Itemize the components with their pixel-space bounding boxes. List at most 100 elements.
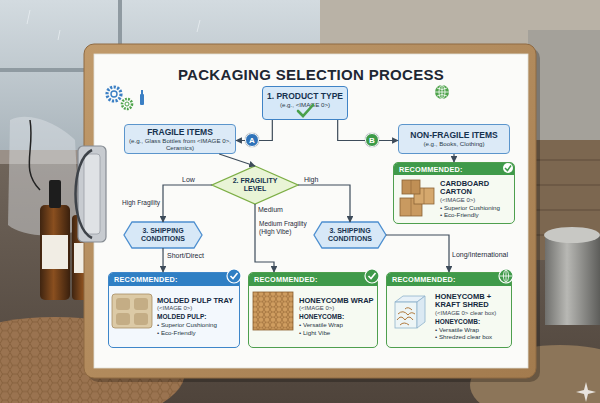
node-text: • Versatile Wrap	[435, 326, 479, 333]
node-text: • Shredzed clear box	[435, 333, 492, 340]
graphic-part	[253, 292, 293, 330]
globe-icon	[435, 85, 449, 99]
node-heading: 3. SHIPPING CONDITIONS	[135, 227, 191, 243]
node-text: HONEYCOMB WRAP	[299, 297, 374, 306]
graphic-part	[439, 85, 445, 99]
flow-arrow	[236, 120, 272, 141]
globe-badge	[499, 269, 513, 283]
check-badge	[227, 269, 241, 283]
branch-marker: B	[365, 133, 379, 147]
graphic-part	[111, 91, 117, 97]
branch-marker: A	[245, 133, 259, 147]
node-text: HONEYCOMB:	[299, 313, 344, 321]
flow-arrow	[162, 248, 163, 272]
graphic-part	[227, 269, 241, 283]
board-shadow	[88, 48, 540, 382]
node-text: (<IMAGE 0>)	[299, 305, 334, 312]
node-heading: RECOMMENDED:	[399, 165, 463, 174]
decision-diamond: 2. FRAGILITY LEVEL	[212, 166, 298, 204]
diagram-title: PACKAGING SELECTION PROCESS	[94, 66, 528, 83]
annotation-text: Medium Fragility (High Vibe)	[259, 220, 313, 235]
sparkle-mark	[576, 382, 596, 402]
node-text: • Eco-Friendly	[157, 329, 196, 336]
amber-bottles	[40, 180, 96, 300]
node-text: CARDBOARD CARTON	[440, 180, 511, 197]
check-mark	[298, 105, 313, 116]
graphic-part	[134, 298, 148, 310]
card-text-column: HONEYCOMB WRAP(<IMAGE 0>)HONEYCOMB:• Ver…	[297, 286, 377, 347]
card-header: RECOMMENDED:	[109, 273, 239, 286]
kraft-box-illustration	[395, 296, 425, 328]
node-text: HONEYCOMB:	[435, 318, 480, 326]
honeycomb-illustration	[253, 292, 293, 330]
graphic-part	[395, 296, 425, 302]
graphic-part	[505, 166, 511, 171]
graphic-part	[72, 215, 96, 300]
metal-clip	[76, 146, 107, 242]
graphic-part	[500, 270, 512, 282]
condition-hexagon: 3. SHIPPING CONDITIONS	[124, 222, 202, 248]
plastic-bag	[8, 117, 80, 236]
graphic-part	[140, 94, 144, 105]
clipboard	[84, 44, 536, 378]
card-text-column: HONEYCOMB + KRAFT SHRED(<IMAGE 0> clear …	[433, 286, 511, 347]
graphic-part	[141, 90, 143, 94]
graphic-part	[365, 269, 379, 283]
graphic-part	[400, 198, 422, 216]
graphic-part	[112, 294, 152, 328]
check-badge	[365, 269, 379, 283]
category-box: NON-FRAGILE ITEMS(e.g., Books, Clothing)	[398, 124, 510, 154]
graphic-part	[134, 313, 148, 325]
card-header: RECOMMENDED:	[249, 273, 377, 286]
shape-fill	[314, 222, 386, 248]
node-heading: NON-FRAGILE ITEMS	[410, 130, 497, 140]
flow-arrow	[453, 154, 454, 162]
node-heading: 3. SHIPPING CONDITIONS	[322, 227, 378, 243]
graphic-part	[74, 243, 94, 273]
card-text-column: CARDBOARD CARTON(<IMAGE 0>)• Superior Cu…	[438, 175, 514, 223]
annotation-text: High Fragility	[104, 199, 160, 207]
graphic-part	[435, 85, 449, 99]
node-heading: FRAGILE ITEMS	[147, 127, 213, 137]
graphic-part	[116, 313, 130, 325]
card-header: RECOMMENDED:	[394, 163, 514, 175]
graphic-part	[397, 308, 415, 325]
node-heading: RECOMMENDED:	[392, 275, 456, 284]
flow-arrow	[386, 235, 449, 272]
graphic-part	[49, 180, 61, 208]
node-text: • Eco-Friendly	[440, 211, 479, 218]
graphic-part	[122, 99, 132, 109]
picture-slot	[249, 286, 297, 347]
graphic-part	[84, 154, 100, 234]
product-type-box: 1. PRODUCT TYPE(e.g., <IMAGE 0>)	[262, 86, 348, 120]
picture-slot	[394, 175, 438, 223]
graphic-part	[253, 292, 293, 330]
node-text: MOLDED PULP TRAY	[157, 297, 233, 306]
paper-sheet	[94, 54, 528, 368]
graphic-part	[231, 273, 238, 279]
graphic-part	[414, 188, 434, 204]
node-heading: 2. FRAGILITY LEVEL	[227, 177, 283, 193]
node-text: • Light Vibe	[299, 329, 330, 336]
graphic-part	[40, 205, 70, 300]
edge-label: Medium	[258, 206, 283, 214]
card-text-column: MOLDED PULP TRAY(<IMAGE 0>)MOLDED PULP:•…	[155, 286, 239, 347]
edge-label: Short/Direct	[167, 252, 204, 260]
recommendation-card: RECOMMENDED:MOLDED PULP TRAY(<IMAGE 0>)M…	[108, 272, 240, 348]
flow-arrow	[163, 185, 212, 222]
graphic-part	[107, 87, 121, 101]
graphic-part	[125, 102, 129, 106]
shape-fill	[124, 222, 202, 248]
node-text: • Superior Cushioning	[440, 204, 500, 211]
flow-arrow	[219, 154, 255, 166]
picture-slot	[109, 286, 155, 347]
node-heading: 1. PRODUCT TYPE	[267, 91, 343, 101]
node-text: HONEYCOMB + KRAFT SHRED	[435, 293, 508, 310]
metal-can	[545, 235, 600, 325]
card-body: HONEYCOMB WRAP(<IMAGE 0>)HONEYCOMB:• Ver…	[249, 286, 377, 347]
flow-arrow	[338, 120, 398, 141]
recommendation-card: RECOMMENDED:CARDBOARD CARTON(<IMAGE 0>)•…	[393, 162, 515, 224]
card-body: MOLDED PULP TRAY(<IMAGE 0>)MOLDED PULP:•…	[109, 286, 239, 347]
node-text: (e.g., Books, Clothing)	[423, 140, 484, 147]
